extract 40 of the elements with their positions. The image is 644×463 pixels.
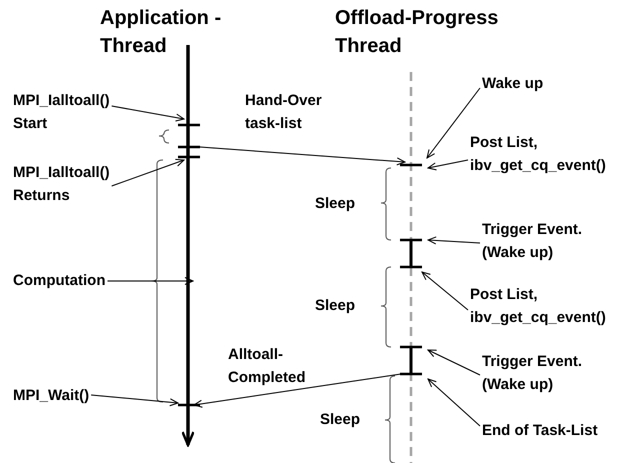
phase-label: Sleep [315,296,356,316]
arrow [422,272,468,310]
event-label: Wake up [482,72,582,95]
active-segment [410,347,412,374]
column-heading: Application - Thread [100,6,222,59]
event-label: MPI_Ialltoall() Start [13,89,123,135]
active-segment [410,240,412,267]
arrow [200,146,406,166]
phase-label: Sleep [315,194,356,214]
arrow [111,106,184,122]
event-label: MPI_Ialltoall() Returns [13,161,123,207]
tick-mark [400,164,422,166]
event-label: End of Task-List [482,419,632,442]
arrow [428,378,480,426]
event-label: Trigger Event. (Wake up) [482,218,612,264]
event-label: MPI_Wait() [13,384,113,407]
tick-mark [178,404,200,406]
event-label: Post List, ibv_get_cq_event() [470,131,642,177]
arrow [111,158,184,186]
arrow [194,374,402,408]
tick-mark [400,238,422,242]
arrow [428,350,480,376]
tick-mark [400,372,422,376]
event-label: Post List, ibv_get_cq_event() [470,283,642,329]
tick-mark [400,266,422,268]
arrow [428,160,468,170]
edge-label: Hand-Over task-list [245,91,322,134]
event-label: Computation [13,269,133,292]
arrow [426,88,480,158]
phase-label: Sleep [320,410,360,430]
arrow [428,236,480,244]
tick-mark [178,124,200,126]
tick-mark [178,156,200,158]
column-heading: Offload-Progress Thread [335,6,500,59]
tick-mark [178,146,200,148]
arrow [90,394,178,406]
event-label: Trigger Event. (Wake up) [482,350,612,396]
tick-mark [400,346,422,348]
arrow [106,277,194,285]
edge-label: Alltoall- Completed [228,345,306,388]
